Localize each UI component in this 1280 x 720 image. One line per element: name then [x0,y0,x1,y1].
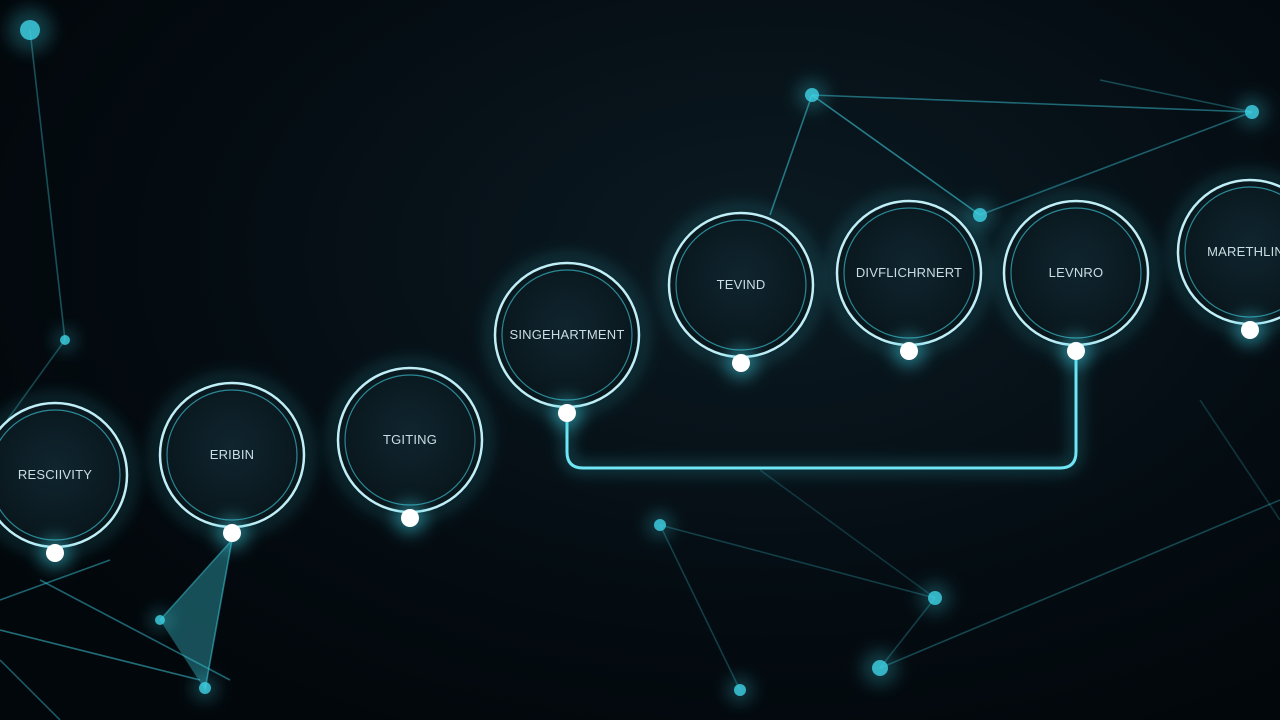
process-node: DIVFLICHRNERT [830,194,988,367]
process-node: RESCIIVITY [0,396,134,569]
process-node: SINGEHARTMENT [488,256,646,429]
process-node: MARETHLINE [1171,173,1280,346]
node-label: ERIBIN [210,447,255,462]
process-node: TGITING [331,361,489,534]
network-line [879,499,1280,669]
node-group: RESCIIVITY ERIBIN TGITING SINGEHARTMENT TEVI… [0,173,1280,569]
node-dot [1241,321,1259,339]
process-node: LEVNRO [997,194,1155,367]
network-dot [862,650,898,686]
node-label: DIVFLICHRNERT [856,265,962,280]
node-label: SINGEHARTMENT [509,327,624,342]
network-line [0,659,61,720]
connector-bracket [565,351,1078,470]
network-dot [919,582,951,614]
network-line [659,524,936,599]
network-dot [796,79,828,111]
network-line [1199,399,1280,521]
process-node: ERIBIN [153,376,311,549]
node-dot [732,354,750,372]
network-line [0,629,201,681]
node-dot [46,544,64,562]
network-facet [160,540,232,690]
network-line [759,469,936,599]
process-node: TEVIND [662,206,820,379]
network-line [811,94,1253,113]
node-label: LEVNRO [1049,265,1104,280]
node-dot [401,509,419,527]
node-label: TEVIND [717,277,766,292]
node-label: RESCIIVITY [18,467,92,482]
network-dot [726,676,754,704]
background-network [0,8,1280,720]
node-dot [223,524,241,542]
network-line [979,111,1253,216]
network-dot [8,8,52,52]
connector-lines [563,351,1080,472]
network-line [0,559,111,601]
network-line [1099,79,1253,113]
node-dot [558,404,576,422]
network-line [29,29,66,341]
network-line [204,539,233,691]
network-dot [54,329,76,351]
network-line [159,539,233,621]
node-dot [1067,342,1085,360]
node-label: MARETHLINE [1207,244,1280,259]
network-line [769,94,813,216]
network-dot [1236,96,1268,128]
network-dot [191,674,219,702]
network-line [659,524,741,691]
node-dot [900,342,918,360]
network-line [39,579,231,681]
node-label: TGITING [383,432,437,447]
network-line [811,94,981,216]
network-dot [964,199,996,231]
connector-glow [563,351,1080,472]
network-dot [646,511,674,539]
network-dot [149,609,171,631]
